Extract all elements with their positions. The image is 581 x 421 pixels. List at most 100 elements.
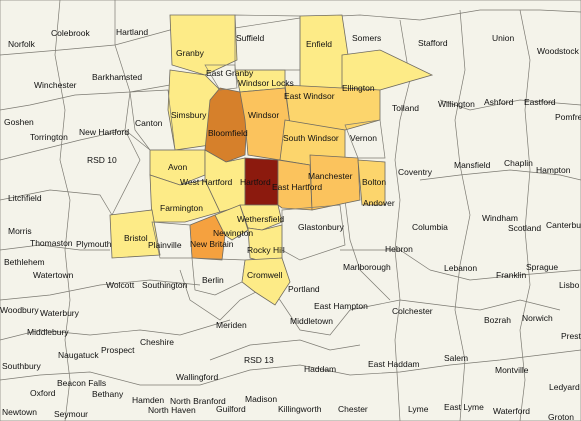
label-lyme: Lyme <box>408 404 429 414</box>
border-line <box>0 244 110 251</box>
town-manchester[interactable] <box>309 154 361 211</box>
border-line <box>0 84 171 111</box>
town-ellington[interactable] <box>341 49 434 91</box>
border-line <box>179 269 261 321</box>
label-litchfield: Litchfield <box>8 193 42 203</box>
label-windham: Windham <box>482 213 518 223</box>
label-granby: Granby <box>176 48 204 58</box>
label-north-branford: North Branford <box>170 396 226 406</box>
label-east-granby: East Granby <box>206 68 254 78</box>
label-preston: Presto <box>561 331 581 341</box>
town-suffield <box>234 14 301 71</box>
label-mansfield: Mansfield <box>454 160 491 170</box>
label-east-haddam: East Haddam <box>368 359 420 369</box>
label-lisbon: Lisbo <box>559 280 580 290</box>
label-lebanon: Lebanon <box>444 263 478 273</box>
label-chaplin: Chaplin <box>504 158 533 168</box>
town-vernon <box>344 119 386 159</box>
label-east-lyme: East Lyme <box>444 402 484 412</box>
label-madison: Madison <box>245 394 278 404</box>
label-north-haven: North Haven <box>148 405 196 415</box>
label-canterbury: Canterbury <box>546 220 581 230</box>
label-middletown: Middletown <box>290 316 333 326</box>
town-east-granby <box>204 64 238 91</box>
town-enfield[interactable] <box>299 14 349 91</box>
town-bolton[interactable] <box>357 159 386 206</box>
label-enfield: Enfield <box>306 39 332 49</box>
town-granby[interactable] <box>169 14 238 76</box>
border-line <box>0 349 581 386</box>
label-southbury: Southbury <box>2 361 41 371</box>
border-line <box>394 19 411 421</box>
label-plainville: Plainville <box>148 240 182 250</box>
label-naugatuck: Naugatuck <box>58 350 99 360</box>
label-tolland: Tolland <box>392 103 419 113</box>
border-line <box>519 9 531 421</box>
label-montville: Montville <box>495 365 529 375</box>
label-farmington: Farmington <box>160 203 203 213</box>
label-sprague: Sprague <box>526 262 559 272</box>
label-portland: Portland <box>288 284 320 294</box>
label-woodbury: Woodbury <box>0 305 39 315</box>
town-newington[interactable] <box>214 204 249 241</box>
label-east-hampton: East Hampton <box>314 301 368 311</box>
label-guilford: Guilford <box>216 404 246 414</box>
label-groton: Groton <box>548 412 574 421</box>
label-meriden: Meriden <box>216 320 247 330</box>
label-waterford: Waterford <box>493 406 531 416</box>
town-bristol[interactable] <box>109 209 161 259</box>
label-killingworth: Killingworth <box>278 404 322 414</box>
label-stafford: Stafford <box>418 38 448 48</box>
border-line <box>429 269 581 281</box>
town-avon[interactable] <box>149 149 206 186</box>
border-line <box>0 129 151 161</box>
label-union: Union <box>492 33 515 43</box>
label-west-hartford: West Hartford <box>180 177 233 187</box>
label-east-windsor: East Windsor <box>284 91 335 101</box>
label-hebron: Hebron <box>385 244 413 254</box>
border-line <box>399 299 561 311</box>
label-new-hartford: New Hartford <box>79 127 130 137</box>
label-ellington: Ellington <box>342 83 375 93</box>
label-simsbury: Simsbury <box>171 110 207 120</box>
label-suffield: Suffield <box>236 33 265 43</box>
label-windsor-locks: Windsor Locks <box>238 78 294 88</box>
label-manchester: Manchester <box>308 171 353 181</box>
label-hartford: Hartford <box>240 177 271 187</box>
label-vernon: Vernon <box>350 133 377 143</box>
border-line <box>439 99 581 111</box>
label-oxford: Oxford <box>30 388 56 398</box>
label-glastonbury: Glastonbury <box>298 222 344 232</box>
label-newtown: Newtown <box>2 407 37 417</box>
label-rsd13: RSD 13 <box>244 355 274 365</box>
label-hamden: Hamden <box>132 395 165 405</box>
label-bloomfield: Bloomfield <box>208 128 248 138</box>
label-southington: Southington <box>142 280 188 290</box>
label-barkhamsted: Barkhamsted <box>92 72 143 82</box>
label-coventry: Coventry <box>398 167 433 177</box>
label-bristol: Bristol <box>124 233 148 243</box>
label-plymouth: Plymouth <box>76 239 112 249</box>
label-wolcott: Wolcott <box>106 280 135 290</box>
town-wethersfield[interactable] <box>239 204 283 231</box>
border-line <box>209 339 361 361</box>
label-scotland: Scotland <box>508 223 542 233</box>
label-morris: Morris <box>8 226 32 236</box>
label-andover: Andover <box>363 198 395 208</box>
label-eastford: Eastford <box>524 97 556 107</box>
label-norfolk: Norfolk <box>8 39 35 49</box>
label-somers: Somers <box>352 33 382 43</box>
border-line <box>0 279 201 301</box>
label-franklin: Franklin <box>496 270 527 280</box>
border-line <box>0 189 113 216</box>
border-line <box>419 169 581 181</box>
label-bethlehem: Bethlehem <box>4 257 45 267</box>
label-watertown: Watertown <box>33 270 74 280</box>
label-hartland: Hartland <box>116 27 149 37</box>
label-berlin: Berlin <box>202 275 224 285</box>
border-line <box>454 9 471 421</box>
label-east-hartford: East Hartford <box>272 182 323 192</box>
label-pomfret: Pomfret <box>555 112 581 122</box>
